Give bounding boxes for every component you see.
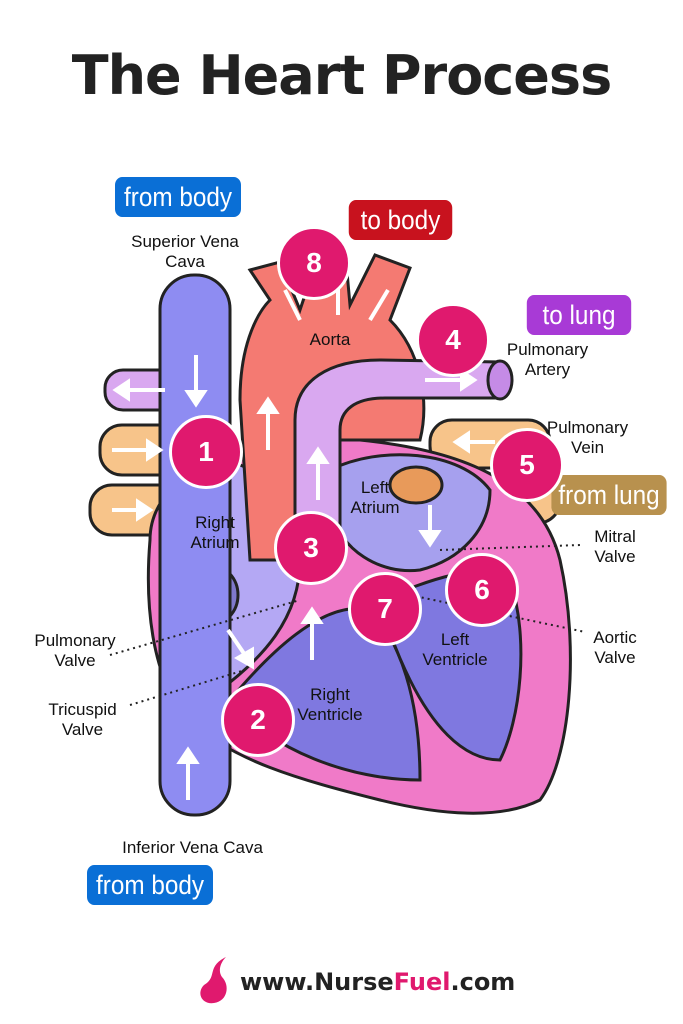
- from-lung-badge: from lung: [551, 475, 667, 515]
- to-body-badge: to body: [348, 200, 453, 240]
- aortic-valve-label: Aortic Valve: [593, 628, 637, 667]
- flame-logo-icon: [200, 957, 227, 1004]
- footer-url[interactable]: www.NurseFuel.com: [240, 968, 515, 996]
- superior-vena-cava-label: Superior Vena Cava: [131, 232, 239, 271]
- left-atrium-shape: [328, 453, 492, 573]
- mitral-valve-label: Mitral Valve: [594, 527, 636, 566]
- step-6-marker: 6: [445, 553, 519, 627]
- footer-url-suffix: .com: [450, 968, 516, 996]
- page-title: The Heart Process: [71, 44, 612, 107]
- to-lung-badge: to lung: [526, 295, 632, 335]
- from-body-badge-top: from body: [115, 177, 241, 217]
- pulmonary-artery-label: Pulmonary Artery: [506, 340, 589, 379]
- tricuspid-valve-label: Tricuspid Valve: [48, 700, 117, 739]
- step-2-marker: 2: [221, 683, 295, 757]
- leader-lines: [109, 544, 586, 706]
- footer-url-prefix: www.Nurse: [240, 968, 394, 996]
- pulmonary-valve-label: Pulmonary Valve: [34, 631, 116, 670]
- flow-arrows: [112, 285, 495, 800]
- pulmonary-vein-label: Pulmonary Vein: [546, 418, 629, 457]
- right-atrium-label: Right Atrium: [190, 513, 240, 552]
- step-7-marker: 7: [348, 572, 422, 646]
- aorta-label: Aorta: [309, 330, 351, 349]
- footer-url-brand: Fuel: [393, 968, 451, 996]
- step-3-marker: 3: [274, 511, 348, 585]
- step-8-marker: 8: [277, 226, 351, 300]
- right-ventricle-label: Right Ventricle: [297, 685, 363, 724]
- step-1-marker: 1: [169, 415, 243, 489]
- vena-cava-tube: [158, 273, 232, 817]
- from-body-badge-bottom: from body: [87, 865, 213, 905]
- step-4-marker: 4: [416, 303, 490, 377]
- left-ventricle-label: Left Ventricle: [422, 630, 488, 669]
- step-5-marker: 5: [490, 428, 564, 502]
- left-atrium-label: Left Atrium: [350, 478, 400, 517]
- inferior-vena-cava-label: Inferior Vena Cava: [122, 838, 263, 857]
